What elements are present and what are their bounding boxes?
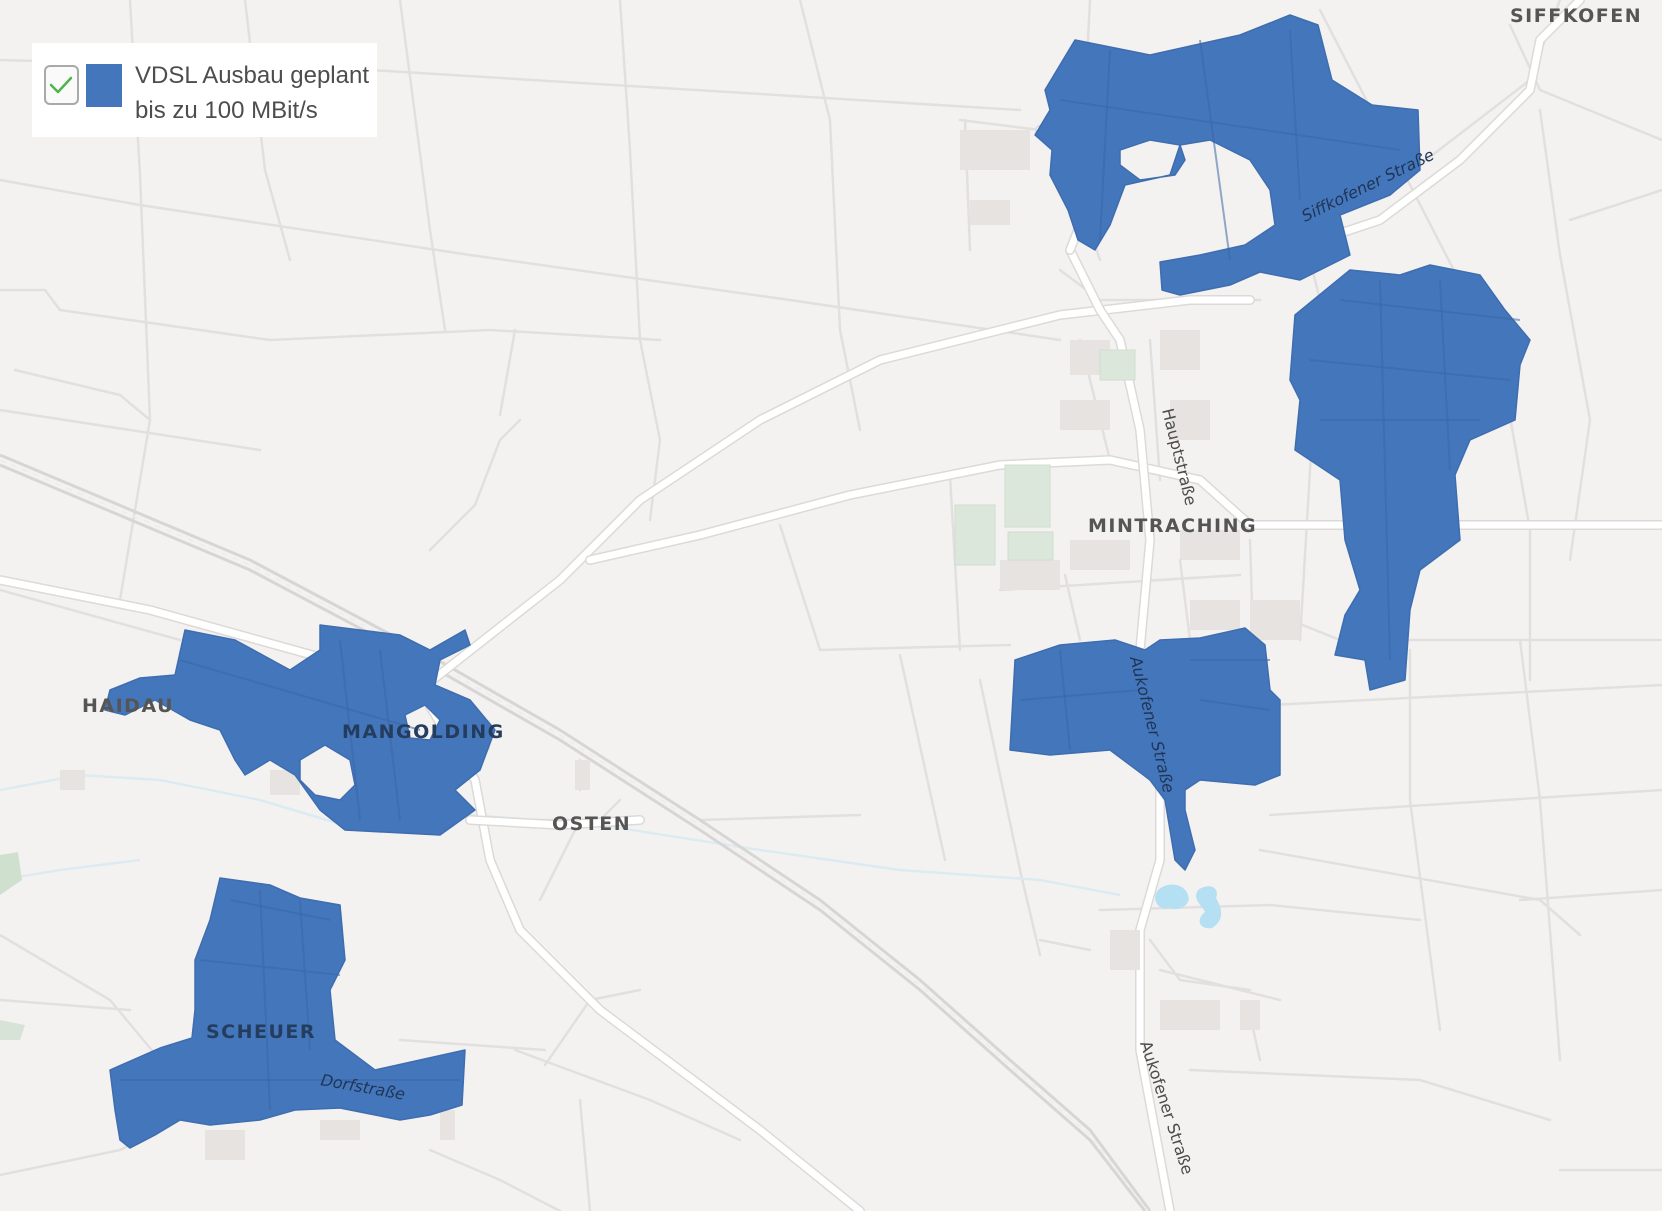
place-label-scheuer: SCHEUER [206,1021,316,1043]
place-label-osten: OSTEN [552,813,631,835]
place-labels: SIFFKOFEN HAIDAU MANGOLDING OSTEN MINTRA… [82,5,1642,1043]
coverage-area-east [1289,264,1531,691]
legend-label: VDSL Ausbau geplant bis zu 100 MBit/s [135,58,369,128]
forest-patches [0,852,25,1040]
coverage-area-mangolding [104,624,496,836]
legend-label-line1: VDSL Ausbau geplant [135,62,369,89]
place-label-haidau: HAIDAU [82,695,174,717]
vdsl-coverage-areas [104,14,1531,1149]
place-label-mintraching: MINTRACHING [1088,515,1257,537]
sports-fields [954,349,1136,566]
street-label-aukofener-south: Aukofener Straße [1136,1038,1197,1176]
coverage-area-scheuer [109,877,466,1149]
streams [0,773,1121,897]
place-label-siffkofen: SIFFKOFEN [1510,5,1642,27]
ponds [1155,884,1222,929]
checkmark-icon [50,76,73,94]
buildings [60,130,1300,1160]
place-label-mangolding: MANGOLDING [342,721,505,743]
legend-color-swatch [85,64,123,107]
pond [1196,886,1222,929]
legend-label-line2: bis zu 100 MBit/s [135,97,318,124]
coverage-area-siffkofen-north [1034,14,1421,296]
legend-layer-checkbox[interactable] [44,65,79,105]
pond [1155,884,1189,910]
map-legend: VDSL Ausbau geplant bis zu 100 MBit/s [32,43,377,137]
coverage-streets [120,29,1521,1111]
coverage-area-aukofener [1009,627,1281,871]
railway [0,453,1152,1211]
